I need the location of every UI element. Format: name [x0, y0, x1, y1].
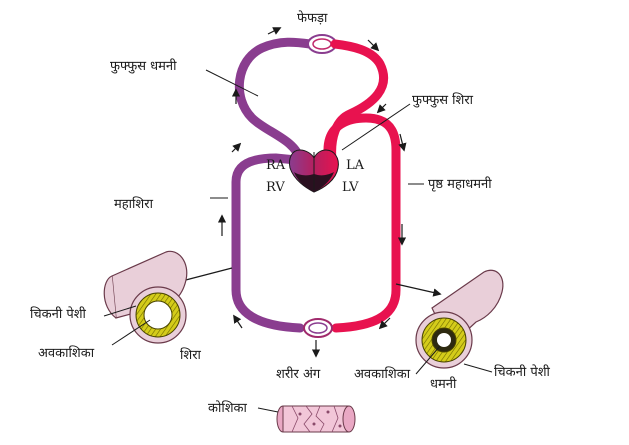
- label-pulmonary-vein: फुफ्फुस शिरा: [412, 92, 474, 108]
- label-lumen-right: अवकाशिका: [354, 366, 411, 382]
- pulmonary-artery-vessel: [234, 37, 315, 165]
- leader-pulmonary-artery: [205, 69, 259, 97]
- label-lv: LV: [342, 180, 359, 195]
- pulmonary-vein-vessel: [327, 39, 389, 165]
- flow-arrow-pv-1: [367, 39, 380, 52]
- leader-lumen-right: [415, 345, 441, 375]
- leader-smooth-muscle-right: [463, 363, 493, 373]
- vein-section-pointer: [176, 267, 233, 285]
- label-ra: RA: [266, 158, 286, 173]
- flow-arrow-pa-1: [267, 27, 282, 35]
- label-vein: शिरा: [180, 347, 202, 363]
- body-capillary-inner: [308, 322, 328, 334]
- vein-cross-section: [103, 250, 188, 344]
- label-lungs: फेफड़ा: [297, 10, 328, 26]
- flow-arrow-ao-3: [378, 317, 391, 330]
- body-capillary: [303, 318, 333, 338]
- leader-cells: [257, 407, 279, 413]
- flow-arrow-vc-1: [233, 314, 243, 329]
- label-aorta: पृष्ठ महाधमनी: [428, 176, 492, 192]
- capillary-cells: [276, 405, 356, 433]
- label-pulmonary-artery: फुफ्फुस धमनी: [110, 58, 177, 74]
- label-smooth-muscle-right: चिकनी पेशी: [494, 364, 551, 380]
- label-la: LA: [346, 158, 365, 173]
- leader-lumen-left: [111, 319, 151, 346]
- vena-cava-vessel: [231, 153, 305, 333]
- label-lumen-left: अवकाशिका: [38, 345, 95, 361]
- label-smooth-muscle-left: चिकनी पेशी: [30, 306, 87, 322]
- label-rv: RV: [266, 180, 285, 195]
- aorta-vessel: [323, 113, 401, 333]
- label-artery: धमनी: [430, 376, 457, 392]
- leader-pulmonary-vein: [341, 103, 411, 151]
- artery-cross-section: [415, 269, 504, 369]
- label-body-organs: शरीर अंग: [276, 366, 321, 382]
- label-vena-cava: महाशिरा: [114, 196, 154, 212]
- leader-smooth-muscle-left: [103, 305, 137, 317]
- label-cells: कोशिका: [208, 400, 248, 416]
- flow-arrow-vc-3: [231, 142, 242, 153]
- artery-section-pointer: [395, 283, 442, 297]
- flow-arrow-pv-2: [376, 103, 387, 114]
- flow-arrow-ao-1: [398, 133, 407, 152]
